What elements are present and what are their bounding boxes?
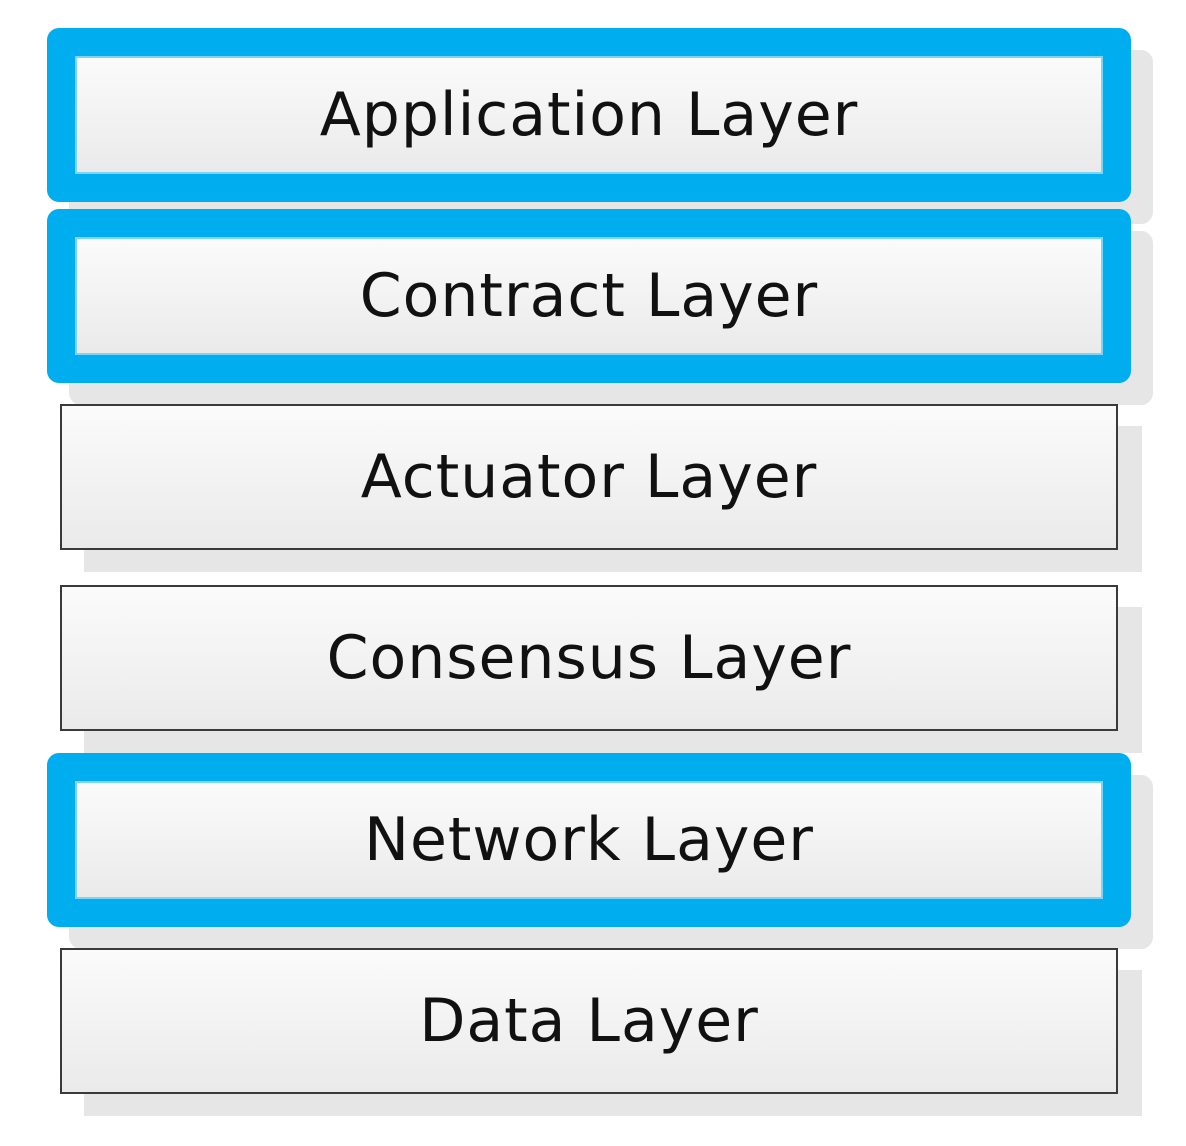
application-layer-label: Application Layer	[319, 80, 859, 150]
contract-layer-box: Contract Layer	[47, 209, 1131, 383]
consensus-layer-label: Consensus Layer	[326, 623, 852, 693]
network-layer-label: Network Layer	[364, 805, 814, 875]
actuator-layer-box: Actuator Layer	[60, 404, 1118, 550]
data-layer-box: Data Layer	[60, 948, 1118, 1094]
consensus-layer-box: Consensus Layer	[60, 585, 1118, 731]
contract-layer-label: Contract Layer	[359, 261, 819, 331]
data-layer-label: Data Layer	[419, 986, 759, 1056]
application-layer-box: Application Layer	[47, 28, 1131, 202]
actuator-layer-label: Actuator Layer	[360, 442, 818, 512]
network-layer-box: Network Layer	[47, 753, 1131, 927]
